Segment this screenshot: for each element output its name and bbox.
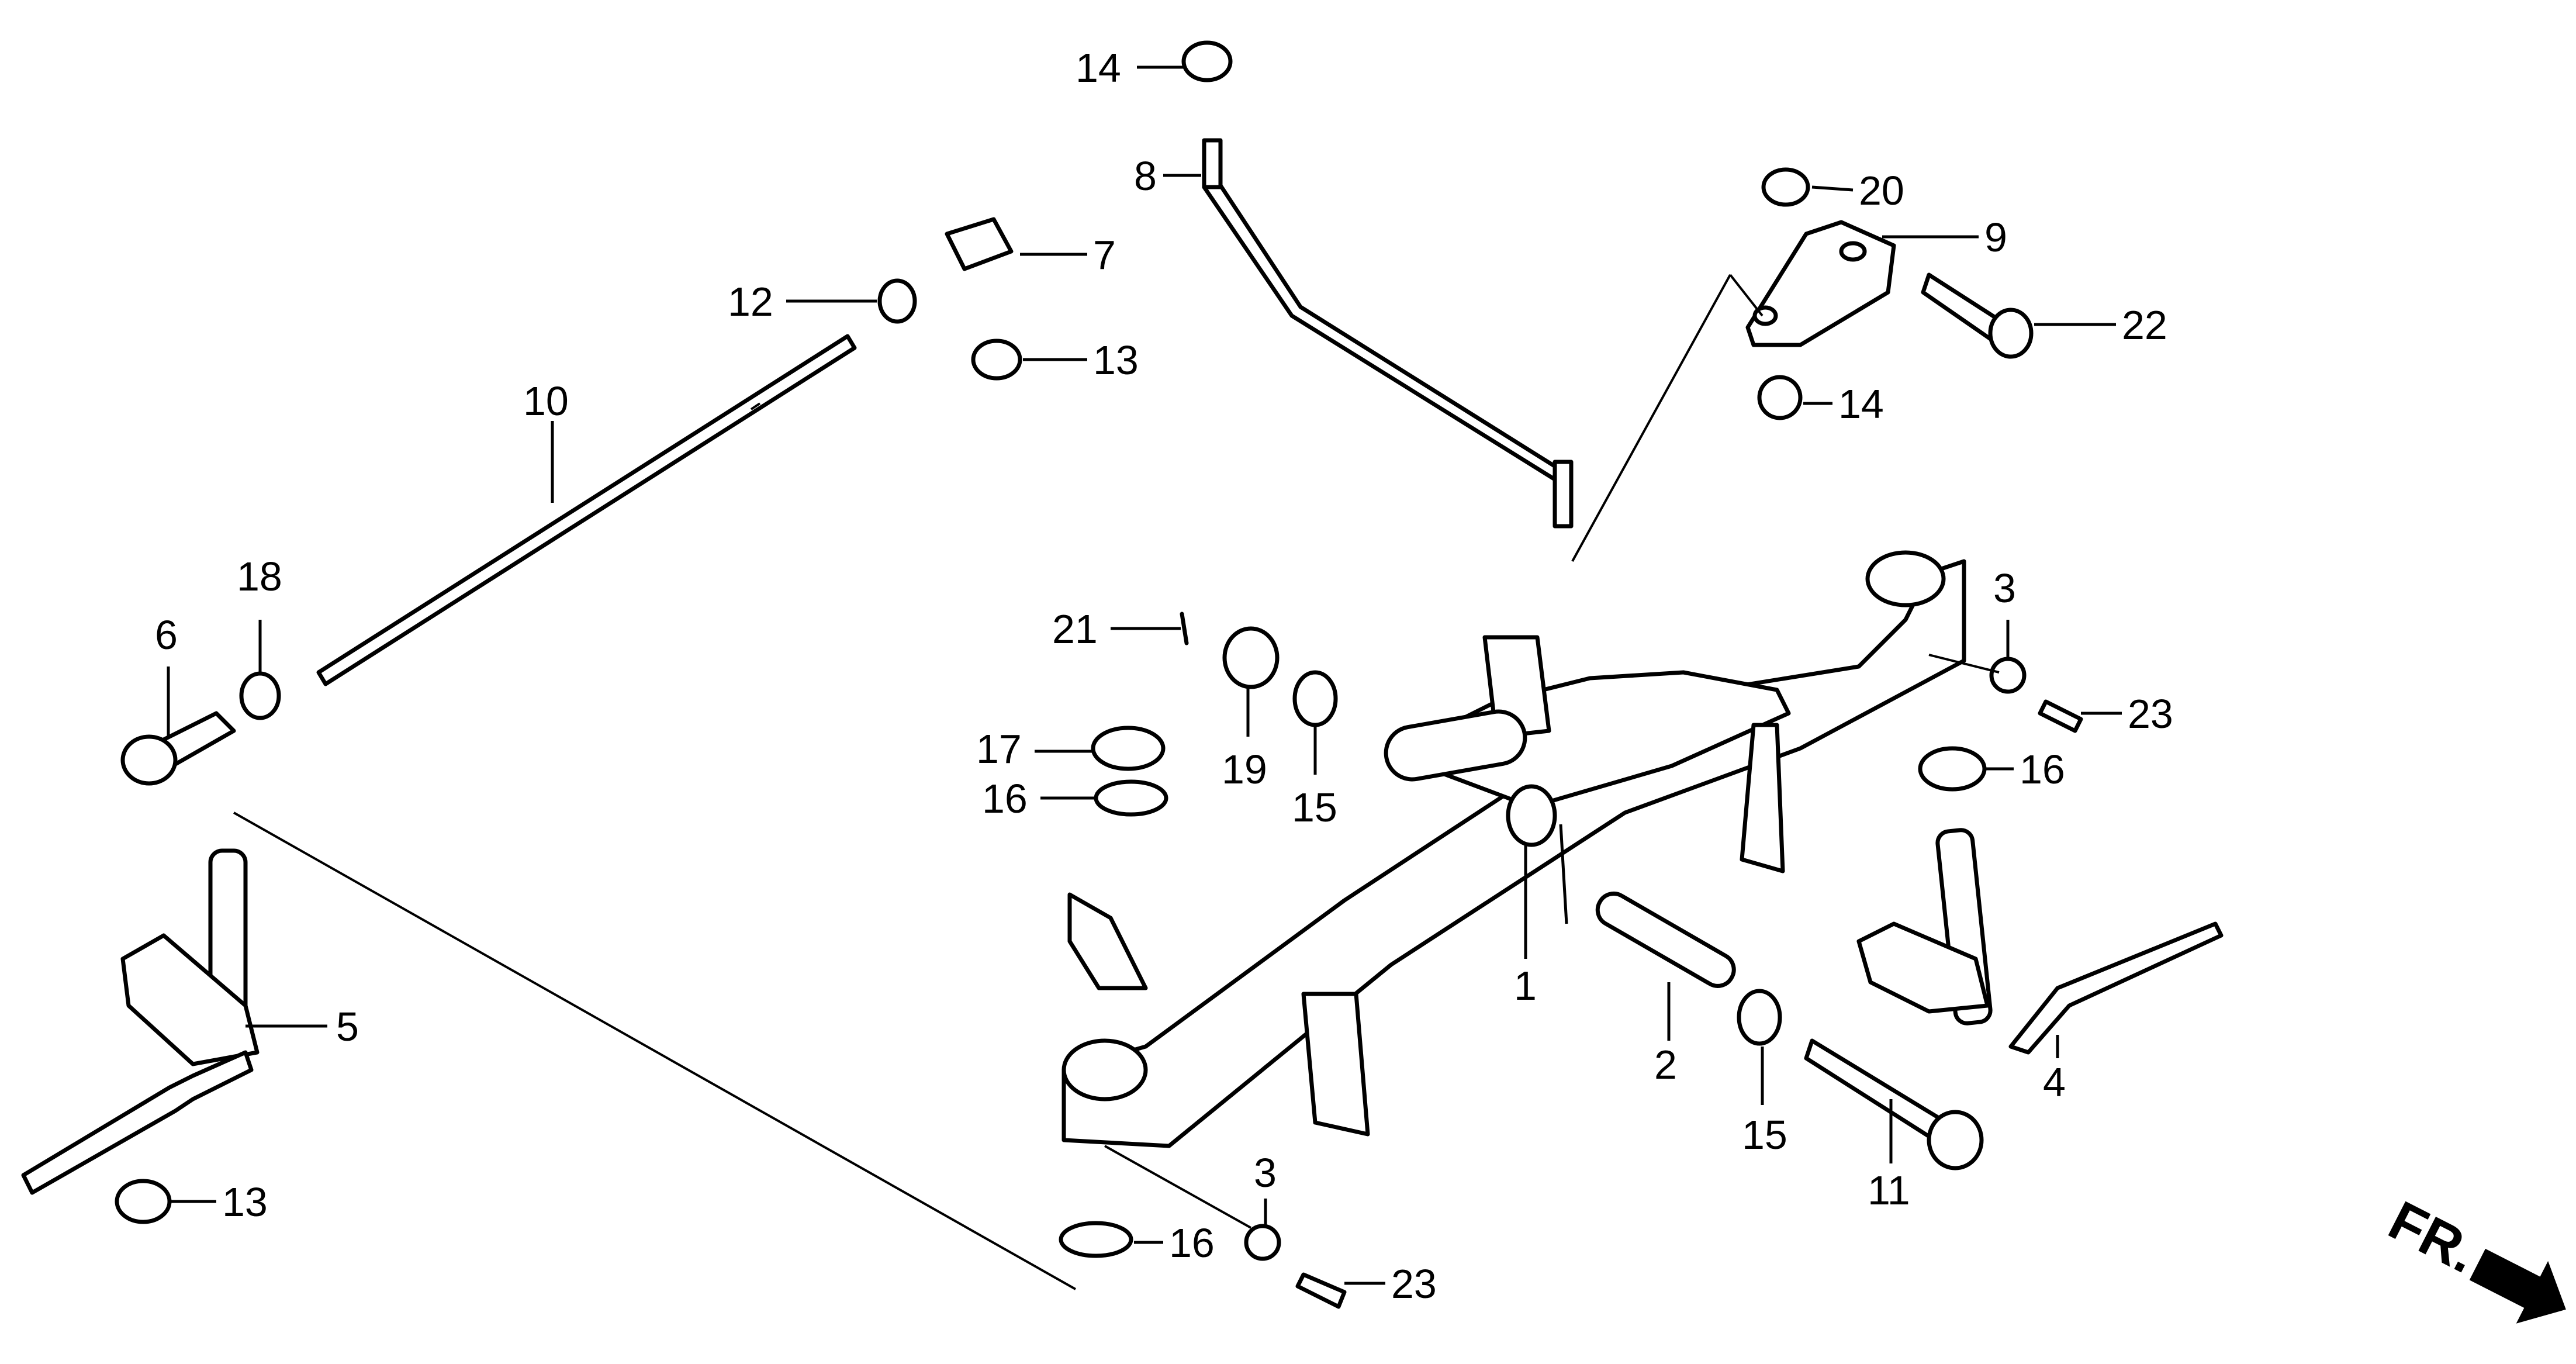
callout-15: 15 <box>1742 1112 1787 1158</box>
callout-13: 13 <box>222 1179 268 1225</box>
callout-17: 17 <box>976 726 1022 772</box>
callout-15: 15 <box>1292 785 1337 830</box>
nut-14-right <box>1757 375 1803 420</box>
callout-19: 19 <box>1222 747 1267 792</box>
castle-nut-19 <box>1222 626 1280 689</box>
callout-3: 3 <box>1254 1150 1277 1196</box>
callout-22: 22 <box>2122 302 2167 348</box>
callout-18: 18 <box>237 554 282 599</box>
nut-20 <box>1761 167 1810 207</box>
callout-12: 12 <box>728 279 773 324</box>
callout-10: 10 <box>523 378 569 424</box>
callout-9: 9 <box>1984 215 2007 260</box>
hardware <box>115 40 2083 1309</box>
steering-arm[interactable] <box>1745 220 1896 347</box>
nut-13-top <box>971 339 1022 381</box>
callout-11: 11 <box>1868 1168 1910 1213</box>
washer-16-a <box>1094 779 1168 817</box>
callout-23: 23 <box>1391 1261 1437 1307</box>
callout-16: 16 <box>1169 1220 1215 1266</box>
grease-nipple-23-a <box>2038 699 2083 733</box>
callout-8: 8 <box>1134 153 1157 199</box>
callout-7: 7 <box>1093 232 1116 278</box>
callout-13: 13 <box>1093 337 1139 383</box>
left-spindle[interactable] <box>21 848 260 1195</box>
tie-rod[interactable] <box>316 334 857 686</box>
front-axle[interactable] <box>1061 550 1966 1148</box>
nut-12 <box>877 278 917 324</box>
nut-18 <box>239 671 281 720</box>
steering-rod[interactable] <box>1202 138 1574 529</box>
right-spindle[interactable] <box>1856 828 2224 1055</box>
washer-15-b <box>1737 989 1782 1046</box>
bolt-11 <box>1804 1038 1949 1142</box>
callout-23: 23 <box>2128 691 2173 737</box>
washer-3-b <box>1244 1224 1281 1261</box>
lock-washer-17 <box>1091 726 1166 771</box>
washer-15-a <box>1292 670 1338 727</box>
callout-16: 16 <box>2020 747 2065 792</box>
callout-3: 3 <box>1993 565 2016 611</box>
front-direction-label: FR. <box>2379 1189 2487 1285</box>
ball-joint-7 <box>945 217 1014 271</box>
callout-20: 20 <box>1859 168 1904 213</box>
callout-14: 14 <box>1076 45 1121 91</box>
collar-2 <box>1595 891 1736 988</box>
callout-6: 6 <box>155 612 178 658</box>
callout-1: 1 <box>1514 963 1537 1009</box>
callout-21: 21 <box>1052 606 1098 652</box>
front-direction-indicator: FR. <box>2379 1189 2566 1324</box>
callout-14: 14 <box>1838 381 1884 427</box>
washer-3-a <box>1989 657 2027 694</box>
callout-16: 16 <box>982 776 1028 821</box>
callout-labels: 14 8 20 9 22 14 7 12 13 10 18 6 21 19 15… <box>155 45 2173 1307</box>
callout-5: 5 <box>336 1004 359 1049</box>
grease-nipple-23-b <box>1295 1272 1347 1309</box>
washer-16-c <box>1059 1221 1133 1258</box>
callout-2: 2 <box>1654 1042 1677 1087</box>
washer-16-b <box>1918 746 1987 792</box>
leader-lines <box>167 65 2122 1290</box>
callout-4: 4 <box>2043 1059 2066 1105</box>
arrow-right-down-icon <box>2469 1248 2566 1324</box>
nut-14-top <box>1181 40 1233 82</box>
nut-13-bottom <box>115 1179 172 1224</box>
